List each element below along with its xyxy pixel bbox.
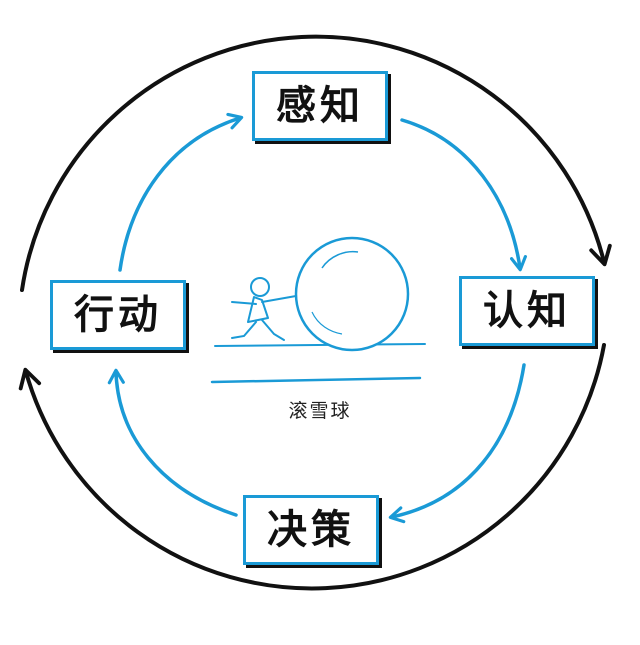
inner-arrow-bottom-left [107, 368, 238, 517]
node-action: 行动 [50, 280, 186, 350]
node-perception: 感知 [252, 71, 388, 141]
outer-arrow-top [20, 34, 612, 292]
snowball-icon [294, 236, 410, 352]
node-cognition: 认知 [459, 276, 595, 346]
person-icon [231, 277, 297, 341]
node-cognition-label: 认知 [483, 288, 571, 334]
node-action-label: 行动 [74, 292, 162, 338]
node-perception-label: 感知 [276, 83, 364, 129]
inner-arrow-right-bottom [388, 363, 526, 524]
node-decision-label: 决策 [267, 507, 355, 553]
inner-arrow-top-right [400, 118, 527, 272]
outer-arrow-bottom [18, 343, 606, 591]
center-caption: 滚雪球 [288, 400, 352, 422]
node-decision: 决策 [243, 495, 379, 565]
inner-arrow-left-top [118, 112, 244, 272]
snowball-illustration [210, 236, 426, 384]
